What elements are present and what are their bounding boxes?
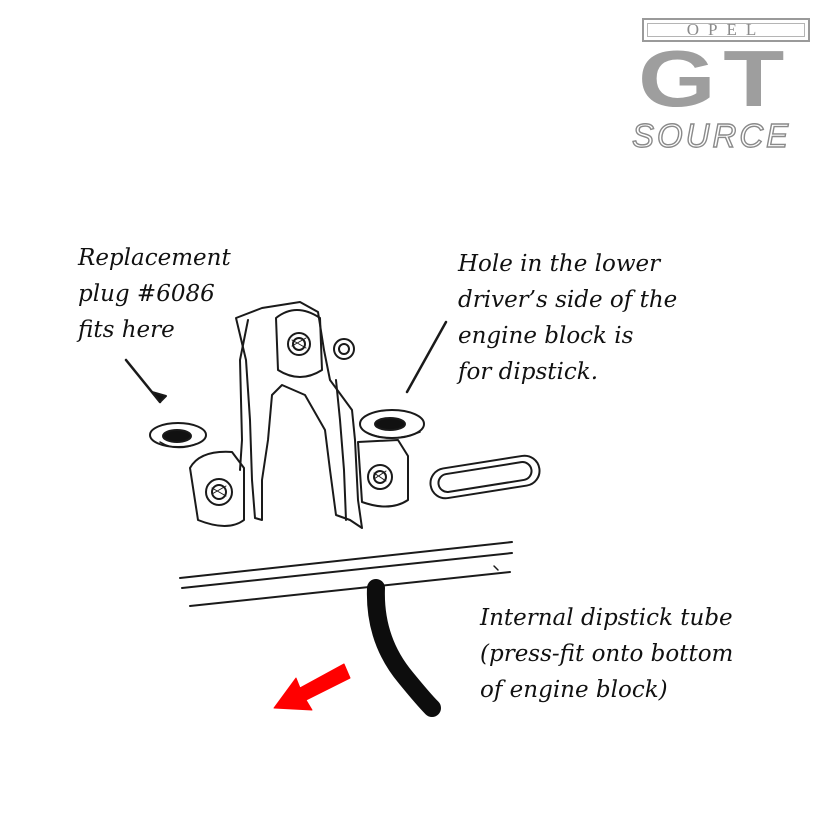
upper-boss <box>275 309 323 378</box>
dipstick-hole-dark <box>374 417 406 431</box>
logo-gt-text: GT <box>638 34 792 123</box>
plug-annotation: Replacement plug #6086 fits here <box>78 245 231 343</box>
right-bolt <box>367 464 393 490</box>
oval-port <box>429 454 541 500</box>
block-rail-lower <box>189 571 511 607</box>
left-bolt <box>205 478 233 506</box>
block-rail-upper <box>179 541 513 579</box>
upper-bolt <box>287 332 311 356</box>
plug-leader-arrowhead <box>151 391 167 403</box>
right-boss <box>357 439 409 508</box>
block-rail-mid <box>181 552 513 589</box>
opel-gt-source-logo: OPEL GT SOURCE <box>630 18 825 158</box>
tube-annotation: Internal dipstick tube (press-fit onto b… <box>480 605 734 703</box>
hole-leader-line <box>405 320 448 394</box>
hole-annotation: Hole in the lower driver’s side of the e… <box>458 251 678 385</box>
plug-hole-dark <box>162 429 192 443</box>
central-bracket <box>235 301 363 529</box>
red-arrow <box>273 663 351 711</box>
logo-opel-badge: OPEL <box>642 18 810 42</box>
central-bracket-inner <box>239 319 249 471</box>
left-boss <box>189 450 245 527</box>
central-bracket-edge <box>335 379 347 521</box>
logo-source-text: SOURCE <box>631 116 792 154</box>
dipstick-tube <box>366 579 441 717</box>
small-stud <box>333 338 355 360</box>
